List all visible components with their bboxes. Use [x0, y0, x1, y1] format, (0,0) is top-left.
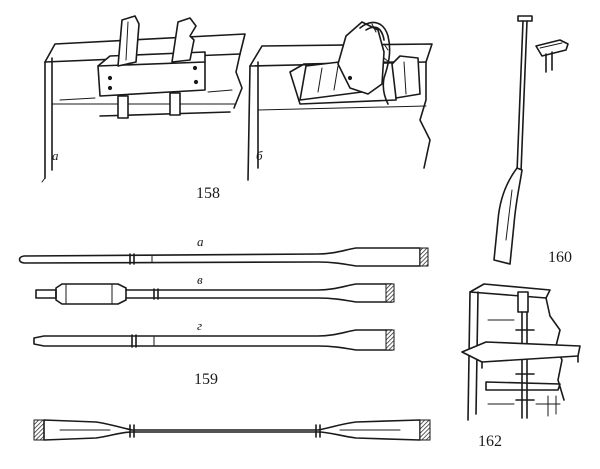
figure-160-paddle	[493, 15, 569, 265]
figure-162-number: 162	[478, 433, 502, 450]
oar-c-label: г	[197, 318, 202, 333]
figure-162-boat-side	[461, 283, 581, 421]
oar-a-label: а	[197, 234, 204, 249]
double-bladed-oar	[33, 419, 431, 441]
figure-158b-label: б	[256, 148, 263, 163]
figure-159-number: 159	[194, 371, 218, 388]
oar-c	[33, 329, 395, 351]
figure-158a-rowlock-block	[41, 15, 246, 183]
figure-158b-rope-oarlock	[247, 21, 433, 181]
figure-159-oars	[18, 247, 431, 441]
oar-a	[18, 247, 429, 267]
oar-b-label: в	[197, 272, 203, 287]
figure-158a-label: а	[52, 148, 59, 163]
figure-160-number: 160	[548, 249, 572, 266]
figure-158-number: 158	[196, 185, 220, 202]
oar-b	[35, 283, 395, 305]
